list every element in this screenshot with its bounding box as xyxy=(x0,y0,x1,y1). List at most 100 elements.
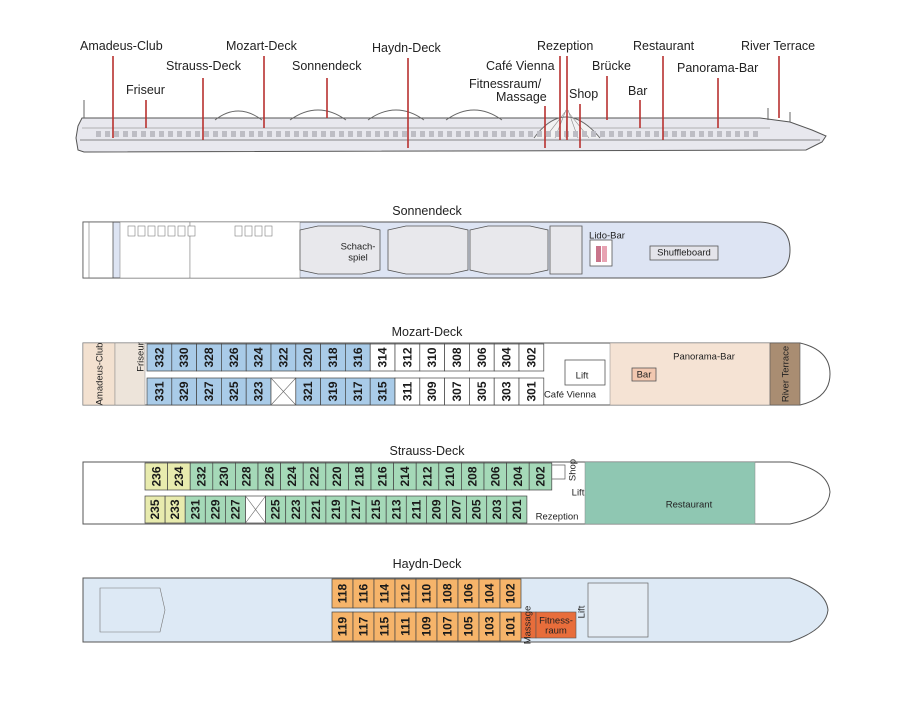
cabin-label: 305 xyxy=(475,381,489,401)
cabin-327 xyxy=(196,377,222,406)
cabin-label: 201 xyxy=(510,499,524,519)
cabin-331 xyxy=(146,377,173,406)
cabin-label: 224 xyxy=(285,466,299,486)
mozart-deck-plan: Mozart-Deck Amadeus-Club Friseur Lift Ba… xyxy=(82,325,831,406)
profile-windows xyxy=(96,131,758,137)
mozart-bar: Bar xyxy=(637,370,652,381)
cabin-label: 216 xyxy=(375,466,389,486)
cabin-label: 215 xyxy=(369,499,383,519)
haydn-fitness-2: raum xyxy=(545,626,567,637)
window-mark xyxy=(492,131,497,137)
cabin-label: 330 xyxy=(177,347,191,367)
label-shop: Shop xyxy=(569,87,598,101)
label-restaurant: Restaurant xyxy=(633,39,695,53)
window-mark xyxy=(735,131,740,137)
cabin-label: 204 xyxy=(511,466,525,486)
cabin-314 xyxy=(369,343,396,372)
cabin-303 xyxy=(493,377,520,406)
cabin-label: 227 xyxy=(228,499,242,519)
cabin-label: 236 xyxy=(149,466,163,486)
cabin-328 xyxy=(196,343,222,372)
lounger-mark xyxy=(147,225,156,237)
haydn-massage: Massage xyxy=(523,606,534,645)
window-mark xyxy=(303,131,308,137)
cabin-label: 109 xyxy=(420,616,434,636)
lounger-mark xyxy=(167,225,176,237)
sonnendeck-title: Sonnendeck xyxy=(392,204,462,218)
window-mark xyxy=(474,131,479,137)
cabin-320 xyxy=(295,343,321,372)
window-mark xyxy=(510,131,515,137)
window-mark xyxy=(123,131,128,137)
cabin-325 xyxy=(221,377,247,406)
cabin-label: 234 xyxy=(172,466,186,486)
strauss-rezeption: Rezeption xyxy=(536,512,579,523)
mozart-lift: Lift xyxy=(576,371,589,382)
cabin-312 xyxy=(394,343,421,372)
cabin-label: 232 xyxy=(195,466,209,486)
window-mark xyxy=(600,131,605,137)
sonnendeck-plan: Sonnendeck Schach- spiel Lido-Bar Shuffl… xyxy=(82,204,791,279)
window-mark xyxy=(627,131,632,137)
label-fitnessraum: Fitnessraum/ xyxy=(469,77,542,91)
cabin-label: 207 xyxy=(450,499,464,519)
lounger-mark xyxy=(254,225,263,237)
label-friseur: Friseur xyxy=(126,83,165,97)
mozart-deck-title: Mozart-Deck xyxy=(392,325,464,339)
cabin-label: 226 xyxy=(262,466,276,486)
window-mark xyxy=(708,131,713,137)
sonnendeck-schach-1: Schach- xyxy=(341,242,376,253)
cabin-label: 324 xyxy=(252,347,266,367)
label-massage: Massage xyxy=(496,90,547,104)
cabin-label: 327 xyxy=(202,381,216,401)
window-mark xyxy=(339,131,344,137)
cabin-316 xyxy=(345,343,371,372)
haydn-deck-title: Haydn-Deck xyxy=(393,557,463,571)
cabin-label: 306 xyxy=(475,347,489,367)
strauss-restaurant: Restaurant xyxy=(666,500,713,511)
haydn-lift: Lift xyxy=(577,605,588,618)
cabin-label: 111 xyxy=(399,617,413,636)
window-mark xyxy=(249,131,254,137)
window-mark xyxy=(195,131,200,137)
cabin-315 xyxy=(369,377,396,406)
cabin-label: 112 xyxy=(399,583,413,603)
lounger-mark xyxy=(244,225,253,237)
label-mozart-deck: Mozart-Deck xyxy=(226,39,298,53)
window-mark xyxy=(654,131,659,137)
window-mark xyxy=(222,131,227,137)
window-mark xyxy=(96,131,101,137)
cabin-label: 210 xyxy=(443,466,457,486)
cabin-label: 119 xyxy=(336,616,350,636)
cabin-201 xyxy=(506,495,528,524)
cabin-label: 206 xyxy=(488,466,502,486)
window-mark xyxy=(285,131,290,137)
window-mark xyxy=(141,131,146,137)
window-mark xyxy=(726,131,731,137)
cabin-label: 230 xyxy=(217,466,231,486)
haydn-fitness-1: Fitness- xyxy=(539,616,573,627)
cabin-label: 219 xyxy=(329,499,343,519)
window-mark xyxy=(177,131,182,137)
cabin-label: 320 xyxy=(301,347,315,367)
mozart-cafe-vienna: Café Vienna xyxy=(544,390,597,401)
label-haydn-deck: Haydn-Deck xyxy=(372,41,442,55)
cabin-label: 228 xyxy=(240,466,254,486)
cabin-label: 114 xyxy=(378,583,392,603)
cabin-label: 318 xyxy=(326,347,340,367)
cabin-309 xyxy=(419,377,445,406)
cabin-label: 208 xyxy=(466,466,480,486)
haydn-deck-plan: Haydn-Deck Massage Fitness- raum Lift 11… xyxy=(82,557,829,645)
label-panorama-bar: Panorama-Bar xyxy=(677,61,758,75)
cabin-label: 316 xyxy=(351,347,365,367)
lounger-mark xyxy=(234,225,243,237)
cabin-label: 315 xyxy=(376,381,390,401)
window-mark xyxy=(240,131,245,137)
cabin-label: 309 xyxy=(425,381,439,401)
cabin-label: 308 xyxy=(450,347,464,367)
cabin-302 xyxy=(518,343,545,372)
cabin-label: 221 xyxy=(309,499,323,519)
